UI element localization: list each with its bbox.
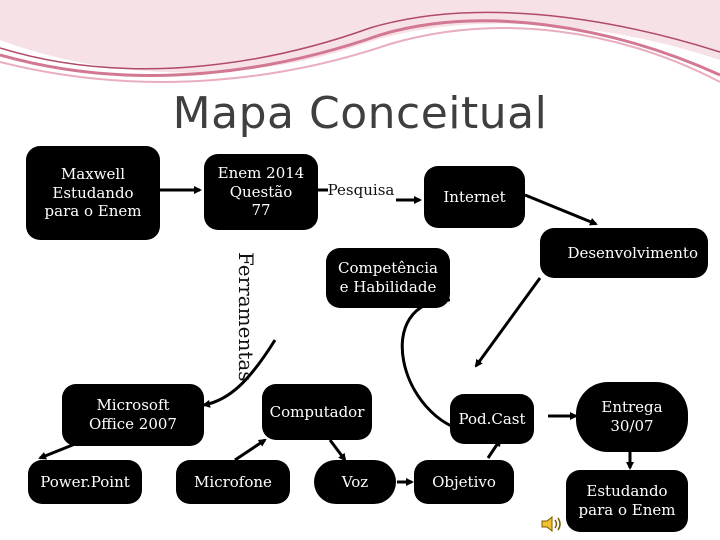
node-microfone: Microfone [176, 460, 290, 504]
speaker-icon[interactable] [540, 514, 564, 534]
node-desenvolvimento: Desenvolvimento [540, 228, 708, 278]
node-computador: Computador [262, 384, 372, 440]
node-internet: Internet [424, 166, 525, 228]
arrow-ferramentas-office [202, 339, 277, 408]
node-podcast: Pod.Cast [450, 394, 534, 444]
node-entrega: Entrega 30/07 [576, 382, 688, 452]
node-voz: Voz [314, 460, 396, 504]
node-enem: Enem 2014 Questão 77 [204, 154, 318, 230]
node-powerpoint: Power.Point [28, 460, 142, 504]
label-pesquisa: Pesquisa [327, 181, 395, 199]
header-banner [0, 0, 720, 83]
node-estudando: Estudando para o Enem [566, 470, 688, 532]
node-maxwell: Maxwell Estudando para o Enem [26, 146, 160, 240]
label-ferramentas: Ferramentas [234, 252, 258, 382]
arrow-internet-desenv [524, 193, 598, 226]
arrow-microfone-computador [234, 438, 267, 462]
arrow-desenv-down [474, 277, 542, 368]
arrow-computador-voz [328, 439, 347, 462]
page-title: Mapa Conceitual [172, 88, 548, 139]
node-competencia: Competência e Habilidade [326, 248, 450, 308]
node-objetivo: Objetivo [414, 460, 514, 504]
node-office: Microsoft Office 2007 [62, 384, 204, 446]
